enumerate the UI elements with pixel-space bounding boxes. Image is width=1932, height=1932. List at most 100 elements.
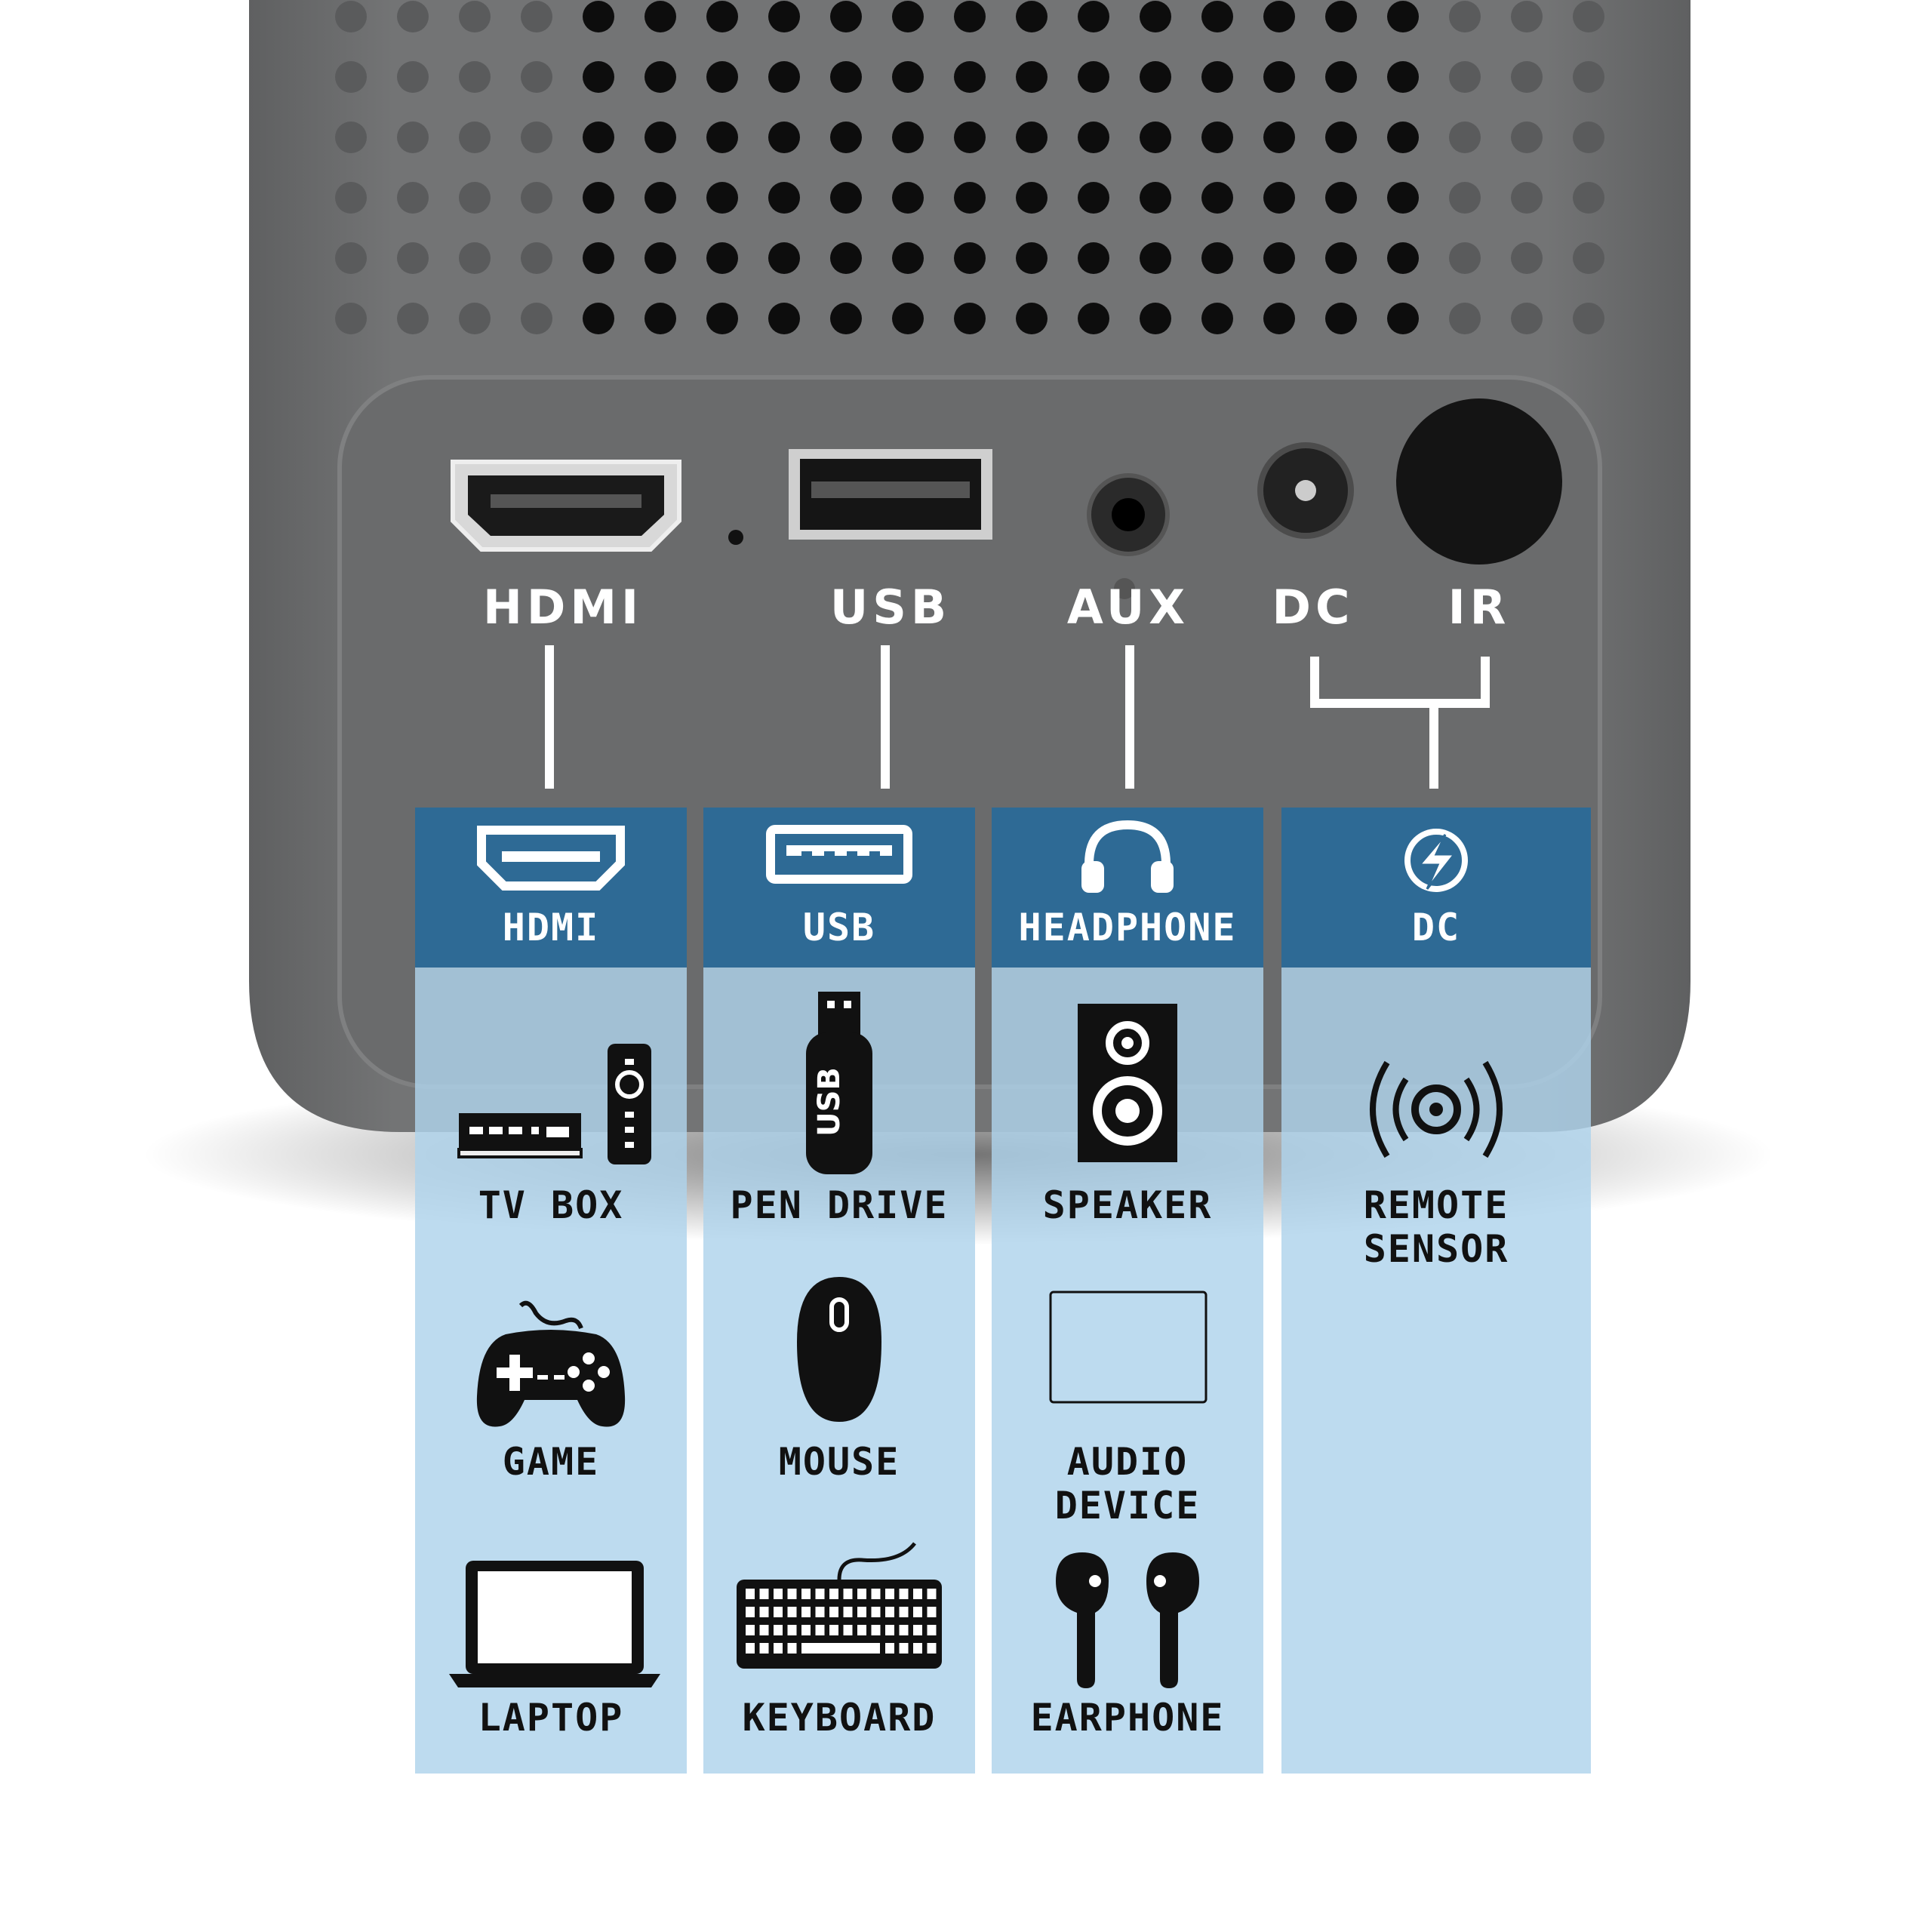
keyboard-key	[759, 1589, 769, 1599]
keyboard-key	[913, 1625, 922, 1635]
grille-hole	[521, 303, 552, 334]
grille-hole	[459, 242, 491, 274]
keyboard-key	[843, 1625, 853, 1635]
grille-hole	[1449, 61, 1481, 93]
grille-hole	[583, 1, 614, 32]
grille-hole	[335, 1, 367, 32]
keyboard-key	[871, 1607, 881, 1617]
grille-hole	[397, 61, 429, 93]
grille-hole	[583, 303, 614, 334]
grille-hole	[645, 122, 676, 153]
grille-hole	[645, 61, 676, 93]
grille-hole	[1325, 1, 1357, 32]
grille-hole	[1201, 1, 1233, 32]
grille-hole	[768, 242, 800, 274]
grille-hole	[1078, 303, 1109, 334]
grille-hole	[1325, 242, 1357, 274]
grille-hole	[1573, 242, 1604, 274]
keyboard-key	[913, 1643, 922, 1654]
keyboard-key	[871, 1625, 881, 1635]
keyboard-key	[927, 1643, 937, 1654]
grille-hole	[1573, 61, 1604, 93]
column-header-label: HDMI	[502, 906, 600, 949]
keyboard-key	[829, 1607, 838, 1617]
grille-hole	[521, 1, 552, 32]
grille-hole	[1511, 122, 1543, 153]
keyboard-key	[857, 1607, 866, 1617]
keyboard-key	[774, 1589, 783, 1599]
grille-hole	[645, 182, 676, 214]
keyboard-key	[759, 1625, 769, 1635]
grille-hole	[1078, 61, 1109, 93]
port-label-ir: IR	[1447, 580, 1511, 635]
grille-hole	[768, 122, 800, 153]
grille-hole	[1511, 303, 1543, 334]
grille-hole	[521, 182, 552, 214]
grille-hole	[1016, 1, 1048, 32]
column-header: HDMI	[415, 808, 687, 968]
grille-hole	[521, 122, 552, 153]
grille-hole	[645, 1, 676, 32]
grille-hole	[1325, 122, 1357, 153]
usb-icon	[766, 825, 912, 884]
grille-hole	[830, 122, 862, 153]
earphone-icon	[1056, 1552, 1199, 1688]
keyboard-key	[815, 1589, 825, 1599]
keyboard-key	[899, 1589, 909, 1599]
port-label-hdmi: HDMI	[483, 580, 644, 635]
keyboard-key	[927, 1589, 937, 1599]
grille-hole	[1325, 303, 1357, 334]
grille-hole	[1140, 303, 1171, 334]
grille-hole	[706, 242, 738, 274]
grille-hole	[583, 122, 614, 153]
grille-hole	[397, 303, 429, 334]
column-headphone: HEADPHONE SPEAKER AUDIO DEVICE EARPHONE	[992, 808, 1263, 1774]
grille-hole	[1078, 182, 1109, 214]
grille-hole	[397, 122, 429, 153]
grille-hole	[459, 1, 491, 32]
mouse-icon	[797, 1277, 881, 1422]
grille-hole	[335, 303, 367, 334]
grille-hole	[1511, 61, 1543, 93]
keyboard-key	[787, 1607, 797, 1617]
grille-hole	[397, 242, 429, 274]
keyboard-key	[774, 1607, 783, 1617]
keyboard-key	[801, 1625, 811, 1635]
column-hdmi: HDMI TV BOX GAME LAPTOP	[415, 808, 687, 1774]
grille-hole	[892, 122, 924, 153]
column-header: HEADPHONE	[992, 808, 1263, 968]
remote-sensor-icon	[1370, 1060, 1503, 1158]
grille-hole	[459, 122, 491, 153]
grille-hole	[459, 182, 491, 214]
keyboard-key	[885, 1607, 894, 1617]
grille-hole	[1016, 122, 1048, 153]
grille-hole	[954, 303, 986, 334]
item-label-mouse: MOUSE	[778, 1440, 900, 1484]
keyboard-key	[857, 1625, 866, 1635]
keyboard-key	[787, 1643, 797, 1654]
grille-hole	[1449, 1, 1481, 32]
grille-hole	[1201, 61, 1233, 93]
grille-hole	[1140, 182, 1171, 214]
grille-hole	[706, 122, 738, 153]
grille-hole	[1263, 1, 1295, 32]
grille-hole	[645, 303, 676, 334]
grille-hole	[397, 1, 429, 32]
keyboard-key	[885, 1643, 894, 1654]
item-label-earphone: EARPHONE	[1030, 1696, 1225, 1740]
keyboard-key	[829, 1625, 838, 1635]
keyboard-key	[801, 1589, 811, 1599]
item-label-laptop: LAPTOP	[478, 1696, 624, 1740]
grille-hole	[892, 61, 924, 93]
grille-hole	[335, 242, 367, 274]
keyboard-key	[759, 1607, 769, 1617]
column-header-label: DC	[1411, 906, 1461, 949]
grille-hole	[830, 242, 862, 274]
keyboard-icon	[737, 1542, 942, 1669]
grille-hole	[706, 1, 738, 32]
grille-hole	[1325, 182, 1357, 214]
grille-hole	[954, 182, 986, 214]
grille-hole	[1016, 61, 1048, 93]
keyboard-key	[774, 1643, 783, 1654]
grille-hole	[1511, 1, 1543, 32]
